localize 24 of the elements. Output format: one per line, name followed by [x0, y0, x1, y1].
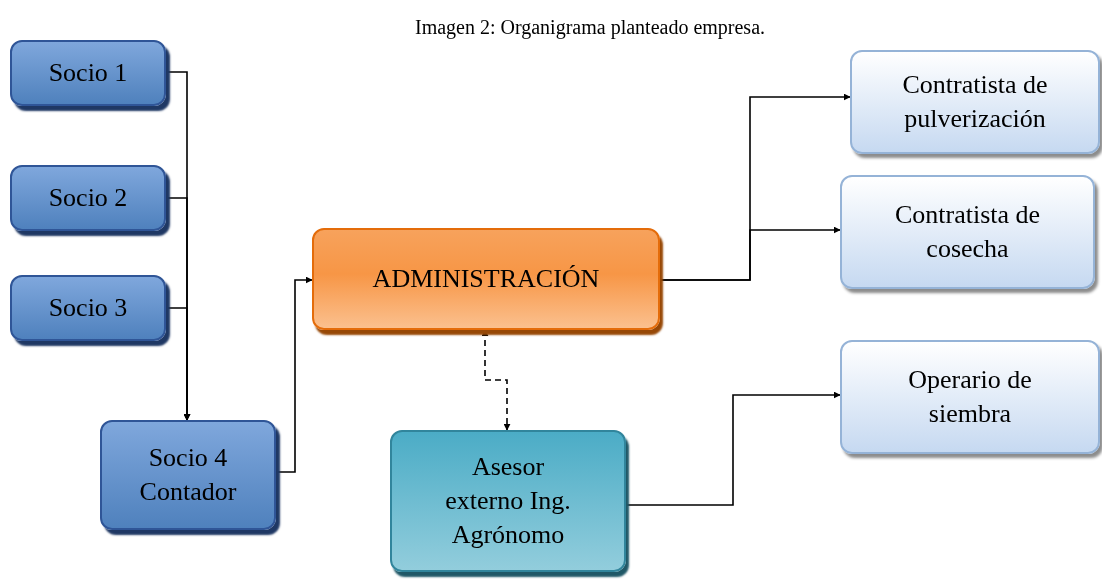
- connector-arrow: [481, 329, 511, 431]
- node-label: Socio 4 Contador: [138, 442, 238, 508]
- diagram-title: Imagen 2: Organigrama planteado empresa.: [413, 16, 767, 39]
- node-label: Operario de siembra: [907, 364, 1033, 430]
- administration-box: [312, 228, 660, 330]
- partner-box: [10, 40, 166, 106]
- node-label: Socio 1: [48, 57, 128, 90]
- node-label: Contratista de pulverización: [901, 69, 1049, 135]
- partner-box: [10, 275, 166, 341]
- node-label: ADMINISTRACIÓN: [372, 263, 600, 296]
- node-label: Socio 3: [48, 292, 128, 325]
- contractor-box: [840, 340, 1100, 454]
- node-label: Socio 2: [48, 182, 128, 215]
- connector-arrow: [165, 307, 191, 421]
- node-label: Asesor externo Ing. Agrónomo: [444, 451, 572, 551]
- advisor-box: [390, 430, 626, 572]
- connector-arrow: [275, 276, 313, 473]
- contractor-box: [850, 50, 1100, 154]
- connector-arrow: [659, 226, 841, 281]
- partner-box: [100, 420, 276, 530]
- contractor-box: [840, 175, 1095, 289]
- node-label: Contratista de cosecha: [893, 199, 1042, 265]
- connector-arrow: [625, 391, 841, 506]
- partner-box: [10, 165, 166, 231]
